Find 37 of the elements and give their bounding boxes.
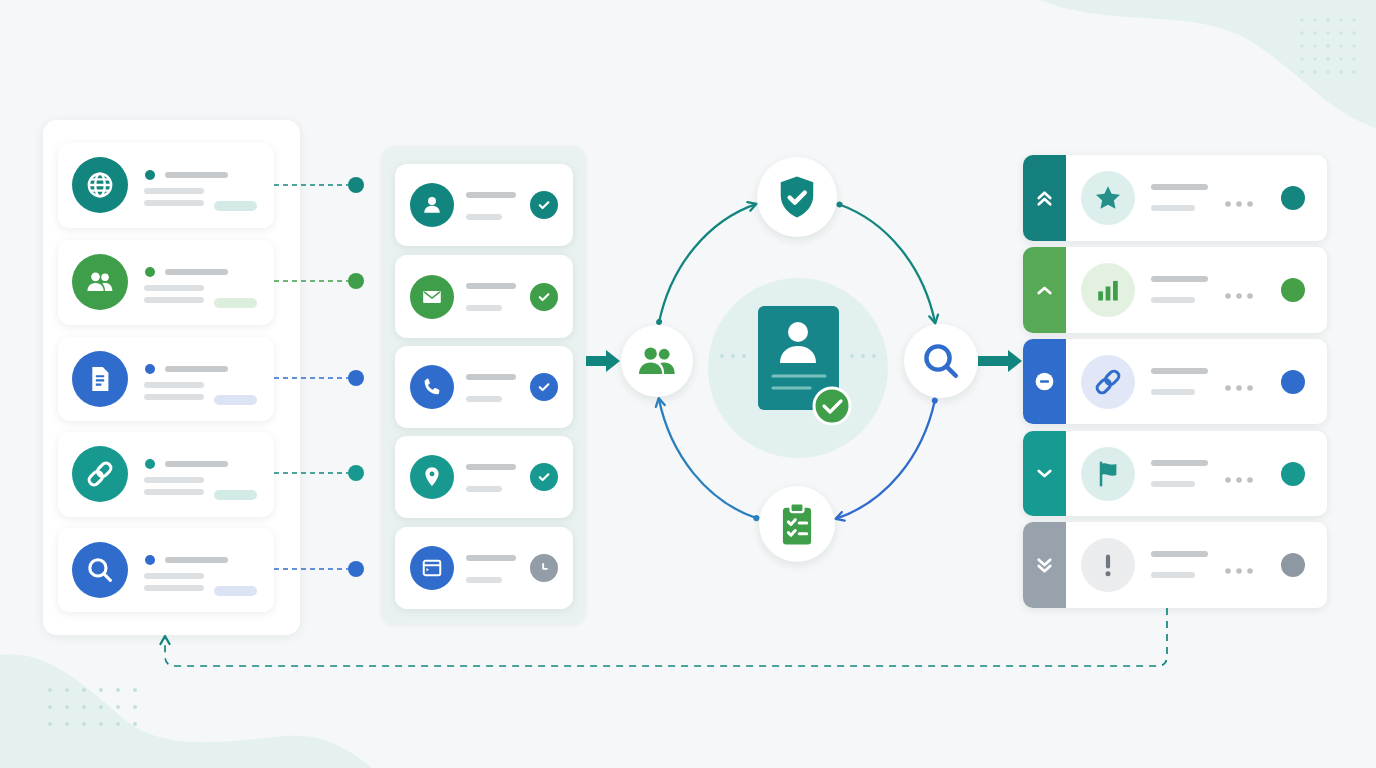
list-card xyxy=(58,240,274,325)
list-card xyxy=(395,346,573,428)
list-card xyxy=(58,432,274,517)
connector-dot xyxy=(348,273,364,289)
list-card xyxy=(1023,339,1327,424)
list-card xyxy=(58,143,274,228)
list-card xyxy=(395,527,573,609)
block-arrow xyxy=(978,350,1022,372)
step-circle xyxy=(904,324,978,398)
dashed-arrow xyxy=(159,607,1168,667)
card-panel xyxy=(381,146,586,625)
list-card xyxy=(1023,247,1327,333)
connector-dot xyxy=(348,177,364,193)
curved-arrow xyxy=(656,201,758,325)
dashed-connector xyxy=(273,280,349,282)
list-card xyxy=(58,528,274,612)
list-card xyxy=(395,255,573,338)
block-arrow xyxy=(586,350,620,372)
connector-dot xyxy=(348,370,364,386)
connector-dot xyxy=(348,465,364,481)
list-card xyxy=(58,337,274,421)
dashed-connector xyxy=(273,472,349,474)
step-circle xyxy=(621,325,693,397)
list-card xyxy=(1023,155,1327,241)
list-card xyxy=(395,164,573,246)
list-card xyxy=(1023,431,1327,516)
card-panel xyxy=(43,120,300,635)
curved-arrow xyxy=(836,201,939,325)
list-card xyxy=(395,436,573,518)
dashed-connector xyxy=(273,568,349,570)
curved-arrow xyxy=(834,397,938,522)
curved-arrow xyxy=(655,396,760,522)
list-card xyxy=(1023,522,1327,608)
profile-card-illustration xyxy=(708,278,888,458)
dashed-connector xyxy=(273,184,349,186)
connector-dot xyxy=(348,561,364,577)
dashed-connector xyxy=(273,377,349,379)
